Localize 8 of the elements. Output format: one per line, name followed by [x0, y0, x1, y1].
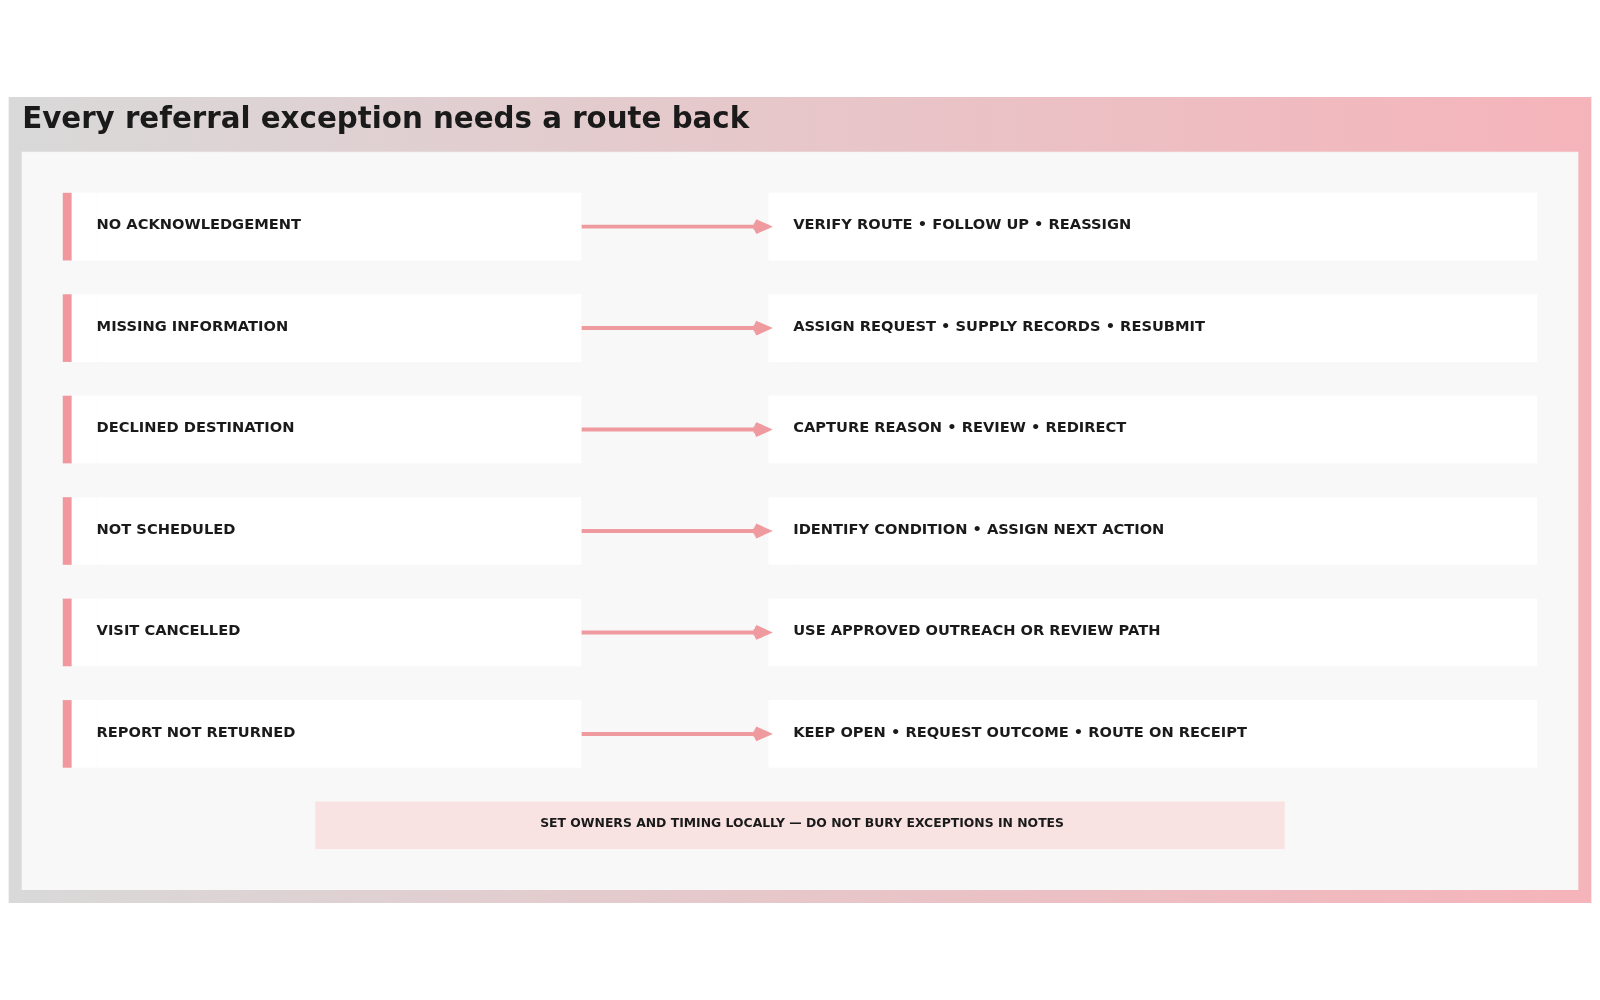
arrow: [581, 219, 770, 235]
arrow: [581, 422, 770, 438]
arrow: [581, 320, 770, 336]
cluster: [21, 151, 1579, 891]
diagram-title: Every referral exception needs a route back: [22, 101, 750, 136]
arrow: [581, 624, 770, 640]
arrow: [581, 523, 770, 539]
arrow: [581, 726, 770, 742]
